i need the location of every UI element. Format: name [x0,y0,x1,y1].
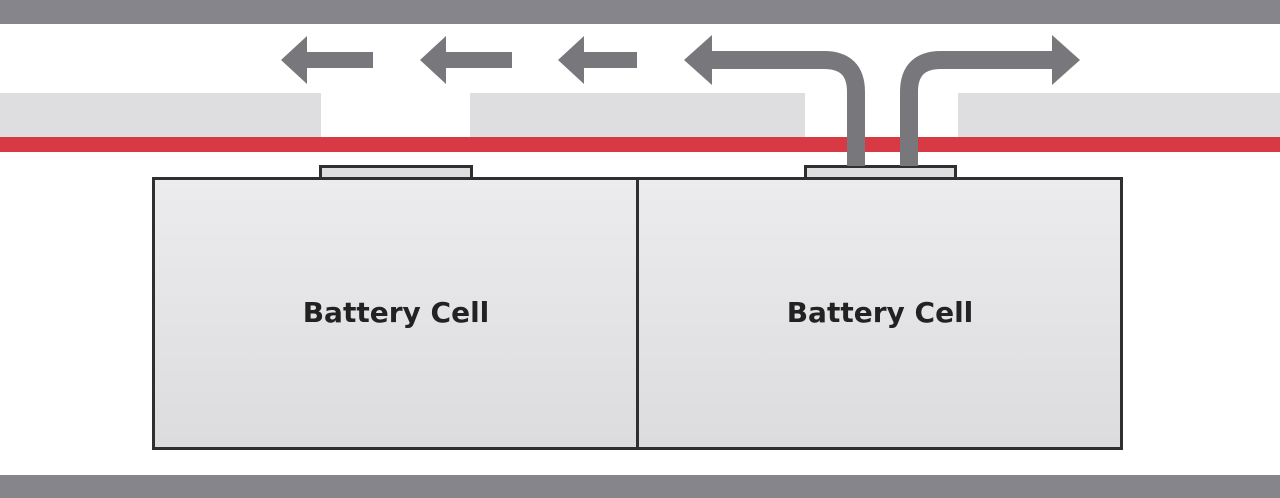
cell-1-terminal [319,165,473,180]
cover-strip-middle [470,93,805,137]
vent-flow-left-arrowhead [684,35,712,85]
cell-1-body [152,177,639,450]
cell-1-label: Battery Cell [303,296,490,329]
battery-cell-1: Battery Cell [152,177,639,450]
top-enclosure-bar [0,0,1280,24]
vent-flow-left-arrow-shaft [712,51,865,166]
vent-flow-right-arrow-shaft [900,51,1054,166]
gas-flow-arrows [281,35,1080,166]
red-barrier-layer [0,137,1280,152]
cell-2-vent [804,165,957,180]
vent-flow-right-arrowhead [1052,35,1080,85]
left-arrow-2 [420,36,512,84]
left-arrow-1 [281,36,373,84]
left-arrow-3 [558,36,637,84]
cell-2-body [636,177,1123,450]
cover-strip-left [0,93,321,137]
bottom-enclosure-bar [0,475,1280,498]
cell-2-label: Battery Cell [787,296,974,329]
battery-cell-2: Battery Cell [636,177,1123,450]
cover-strip-right [958,93,1280,137]
